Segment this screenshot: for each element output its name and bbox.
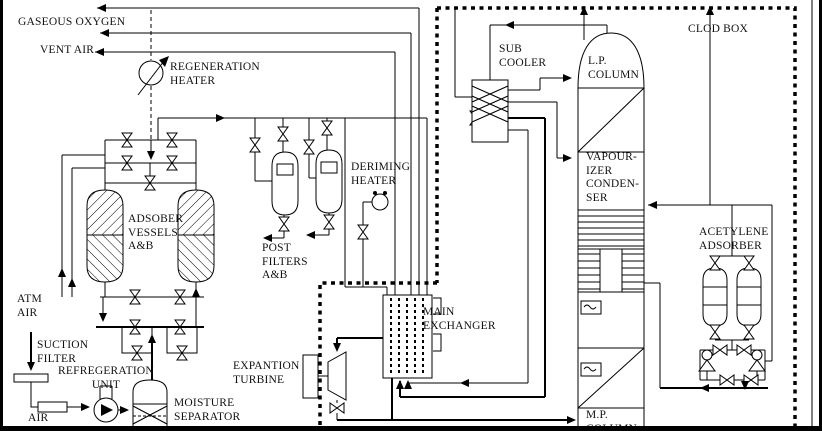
label-sub-cooler: SUB COOLER [499,43,547,69]
label-vapourizer-condenser: VAPOUR- IZER CONDEN- SER [586,151,640,204]
valve-icon [329,402,345,414]
refrigeration-compressor-icon [93,397,119,423]
adsorber-vessel-b [177,189,215,283]
page-border-bottom [0,426,822,431]
acetylene-adsorber-a [702,267,728,327]
label-post-filters: POST FILTERS A&B [262,242,308,282]
expansion-turbine-icon [302,351,347,401]
label-adsober-vessels: ADSOBER VESSELS A&B [128,213,184,253]
label-gaseous-oxygen: GASEOUS OXYGEN [18,16,126,28]
label-lp-column: L.P. COLUMN [588,55,640,81]
deriming-heater-icon [371,191,389,211]
label-acetylene-adsorber: ACETYLENE ADSORBER [699,226,769,252]
label-atm-air: ATM AIR [17,293,42,319]
label-deriming-heater: DERIMING HEATER [351,161,411,187]
valve-icon [357,224,369,240]
acetylene-adsorber-b [736,267,762,327]
adsorber-vessel-a [86,189,124,283]
valve-manifold-top [121,132,178,191]
sub-cooler-exchanger [471,79,509,143]
cold-box-dotted-boundary [318,6,797,431]
page-border-left [0,0,3,431]
valve-manifold-bottom [129,289,188,361]
post-filter-b [315,149,343,214]
label-air: AIR [28,412,49,424]
label-refregeration-unit: REFREGERATION UNIT [58,365,154,391]
regeneration-heater-icon [137,56,169,96]
label-expantion-turbine: EXPANTION TURBINE [233,360,300,386]
page-border-right [819,0,822,431]
main-exchanger [382,294,442,379]
suction-filter-icon [13,373,49,383]
label-main-exchanger: MAIN EXCHANGER [423,306,496,332]
post-filter-a [271,151,299,216]
label-clod-box: CLOD BOX [688,23,749,35]
piping-lines-heavy [30,117,768,421]
label-suction-filter: SUCTION FILTER [37,339,89,365]
air-filter-icon [37,401,68,413]
lp-column [577,32,645,431]
label-moisture-separator: MOISTURE SEPARATOR [174,397,241,423]
label-regeneration-heater: REGENERATION HEATER [170,61,260,87]
label-vent-air: VENT AIR [40,44,95,56]
moisture-separator-vessel [132,379,168,431]
